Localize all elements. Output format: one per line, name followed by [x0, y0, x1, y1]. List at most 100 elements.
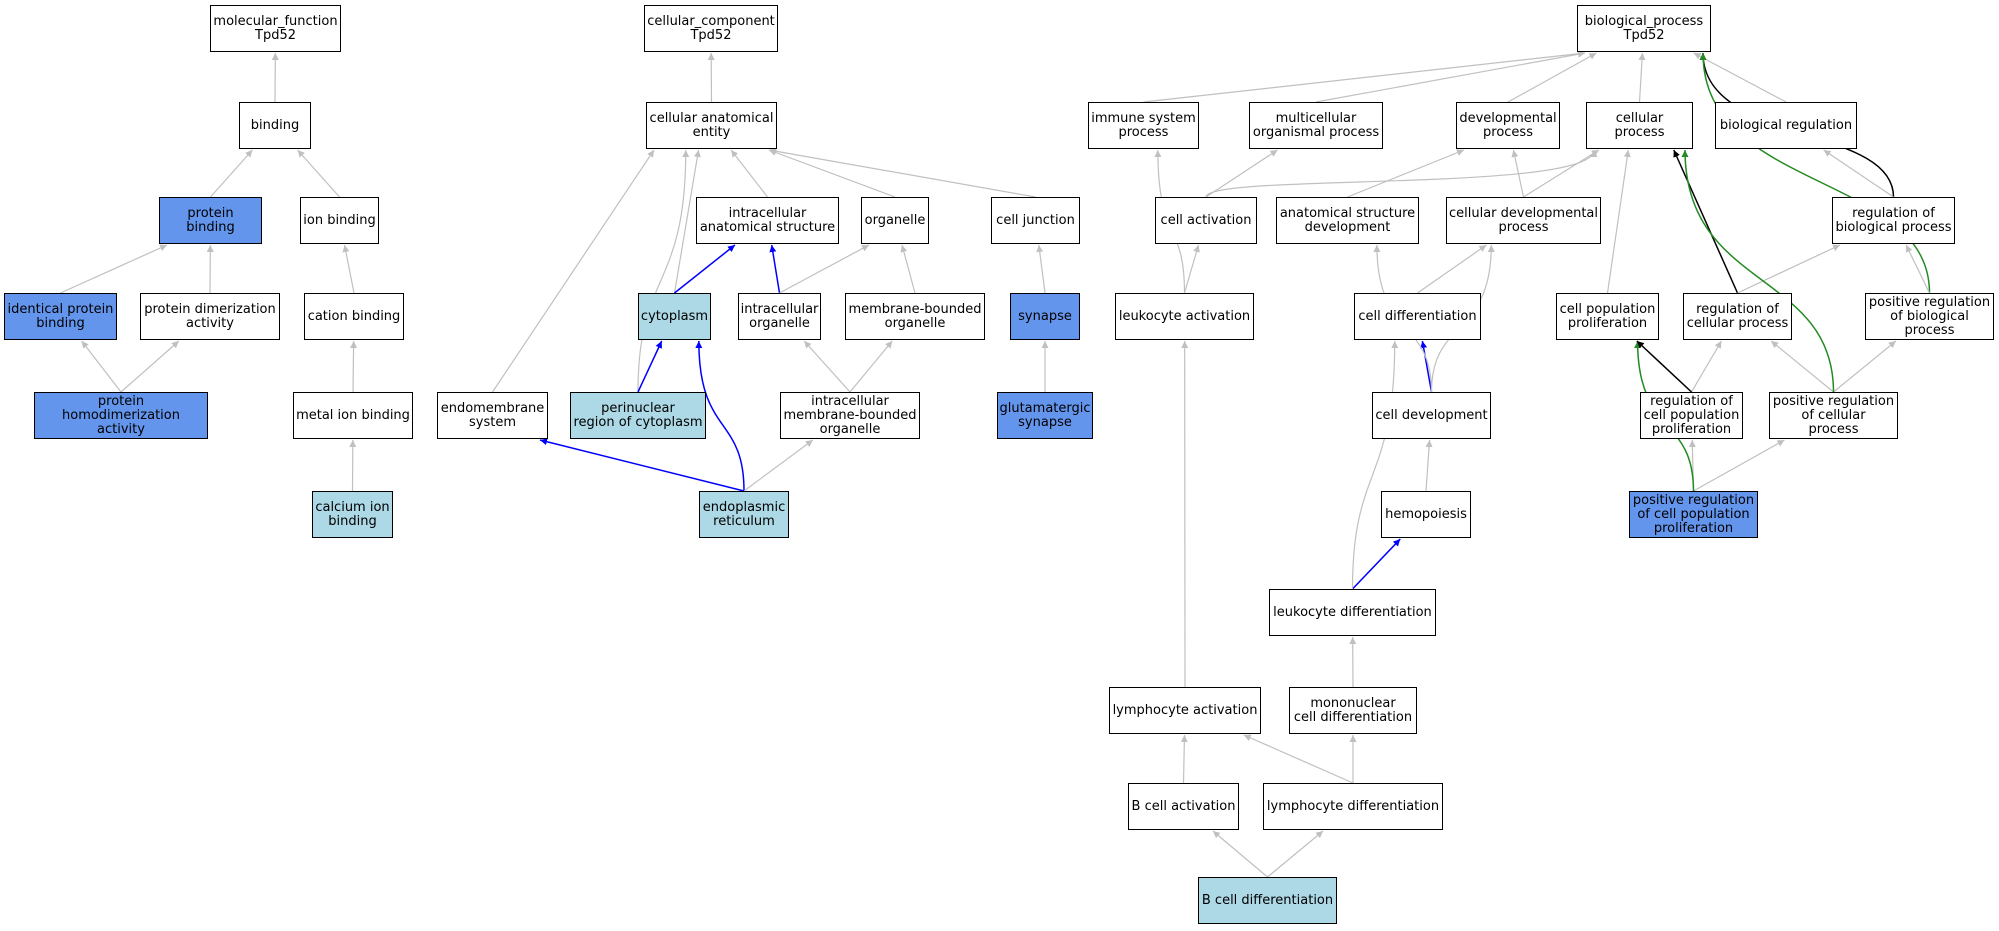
go-term-node: mononuclear cell differentiation — [1289, 687, 1417, 734]
is-a-edge — [1737, 244, 1841, 294]
is-a-edge — [673, 149, 701, 294]
go-term-node: B cell differentiation — [1198, 877, 1337, 924]
is-a-edge — [120, 340, 180, 393]
go-term-node: cellular process — [1586, 102, 1693, 149]
is-a-edge — [1770, 340, 1834, 393]
is-a-edge — [769, 244, 781, 294]
go-term-node: cell differentiation — [1354, 293, 1481, 340]
go-term-node: positive regulation of cell population p… — [1629, 491, 1758, 538]
is-a-edge — [1636, 340, 1693, 393]
go-term-node: protein dimerization activity — [140, 293, 280, 340]
go-term-node: biological_process Tpd52 — [1577, 5, 1711, 52]
go-term-node: lymphocyte differentiation — [1263, 783, 1443, 830]
is-a-edge — [1351, 538, 1401, 590]
is-a-edge — [768, 147, 1036, 198]
go-term-node: synapse — [1010, 293, 1080, 340]
is-a-edge — [81, 340, 122, 393]
go-term-node: developmental process — [1456, 102, 1560, 149]
is-a-edge — [1693, 52, 1787, 103]
is-a-edge — [1511, 149, 1525, 198]
is-a-edge — [1267, 830, 1324, 878]
go-term-node: protein homodimerization activity — [34, 392, 208, 439]
is-a-edge — [539, 438, 745, 492]
is-a-edge — [1833, 340, 1897, 393]
go-term-node: intracellular membrane-bounded organelle — [780, 392, 920, 439]
is-a-edge — [803, 340, 851, 393]
is-a-edge — [297, 149, 340, 198]
is-a-edge — [1690, 340, 1722, 393]
is-a-edge — [1699, 52, 1931, 294]
go-term-node: intracellular anatomical structure — [696, 197, 839, 244]
is-a-edge — [1425, 439, 1433, 492]
is-a-edge — [1681, 149, 1835, 393]
go-term-node: membrane-bounded organelle — [845, 293, 985, 340]
is-a-edge — [1315, 50, 1586, 103]
go-term-node: hemopoiesis — [1381, 491, 1471, 538]
is-a-edge — [1205, 149, 1278, 198]
is-a-edge — [779, 244, 870, 294]
is-a-edge — [674, 244, 736, 294]
go-term-node: cellular anatomical entity — [646, 102, 777, 149]
is-a-edge — [730, 149, 768, 198]
is-a-edge — [637, 340, 663, 393]
is-a-edge — [1205, 149, 1598, 198]
go-term-node: cell activation — [1155, 197, 1257, 244]
is-a-edge — [637, 149, 690, 393]
is-a-edge — [1036, 244, 1046, 294]
is-a-edge — [1693, 439, 1785, 492]
go-term-node: positive regulation of biological proces… — [1865, 293, 1994, 340]
go-term-node: cellular_component Tpd52 — [644, 5, 778, 52]
go-term-node: metal ion binding — [293, 392, 413, 439]
go-term-node: endomembrane system — [437, 392, 548, 439]
is-a-edge — [1143, 50, 1586, 103]
go-term-node: cell junction — [991, 197, 1080, 244]
go-term-node: regulation of cell population proliferat… — [1640, 392, 1743, 439]
go-term-node: immune system process — [1088, 102, 1199, 149]
go-term-node: perinuclear region of cytoplasm — [570, 392, 706, 439]
is-a-edge — [1823, 149, 1894, 198]
is-a-edge — [1673, 149, 1739, 294]
go-term-node: intracellular organelle — [738, 293, 821, 340]
go-term-node: identical protein binding — [4, 293, 117, 340]
is-a-edge — [1417, 244, 1487, 294]
go-term-node: cellular developmental process — [1446, 197, 1601, 244]
go-term-node: endoplasmic reticulum — [699, 491, 789, 538]
is-a-edge — [1212, 830, 1268, 878]
go-term-node: cell population proliferation — [1556, 293, 1659, 340]
is-a-edge — [350, 340, 358, 393]
is-a-edge — [900, 244, 916, 294]
is-a-edge — [1606, 149, 1631, 294]
is-a-edge — [1183, 244, 1200, 294]
is-a-edge — [695, 340, 745, 492]
is-a-edge — [1420, 340, 1433, 393]
go-term-node: lymphocyte activation — [1109, 687, 1261, 734]
go-term-node: biological regulation — [1715, 102, 1857, 149]
go-term-node: anatomical structure development — [1276, 197, 1419, 244]
go-term-node: cation binding — [304, 293, 404, 340]
is-a-edge — [210, 149, 253, 198]
go-term-node: organelle — [861, 197, 929, 244]
is-a-edge — [1351, 340, 1399, 590]
go-term-node: leukocyte activation — [1115, 293, 1254, 340]
is-a-edge — [849, 340, 893, 393]
is-a-edge — [743, 439, 814, 492]
go-term-node: binding — [239, 102, 311, 149]
go-term-node: glutamatergic synapse — [997, 392, 1093, 439]
go-term-node: cytoplasm — [638, 293, 711, 340]
is-a-edge — [60, 244, 168, 294]
is-a-edge — [768, 149, 896, 198]
go-term-node: ion binding — [300, 197, 379, 244]
is-a-edge — [1180, 734, 1188, 784]
is-a-edge — [492, 149, 655, 393]
go-term-node: B cell activation — [1128, 783, 1239, 830]
go-term-node: molecular_function Tpd52 — [210, 5, 341, 52]
is-a-edge — [1507, 52, 1597, 103]
go-term-node: protein binding — [159, 197, 262, 244]
is-a-edge — [342, 244, 355, 294]
go-term-node: cell development — [1372, 392, 1491, 439]
go-term-node: calcium ion binding — [312, 491, 393, 538]
go-term-node: multicellular organismal process — [1249, 102, 1383, 149]
is-a-edge — [1905, 244, 1931, 294]
